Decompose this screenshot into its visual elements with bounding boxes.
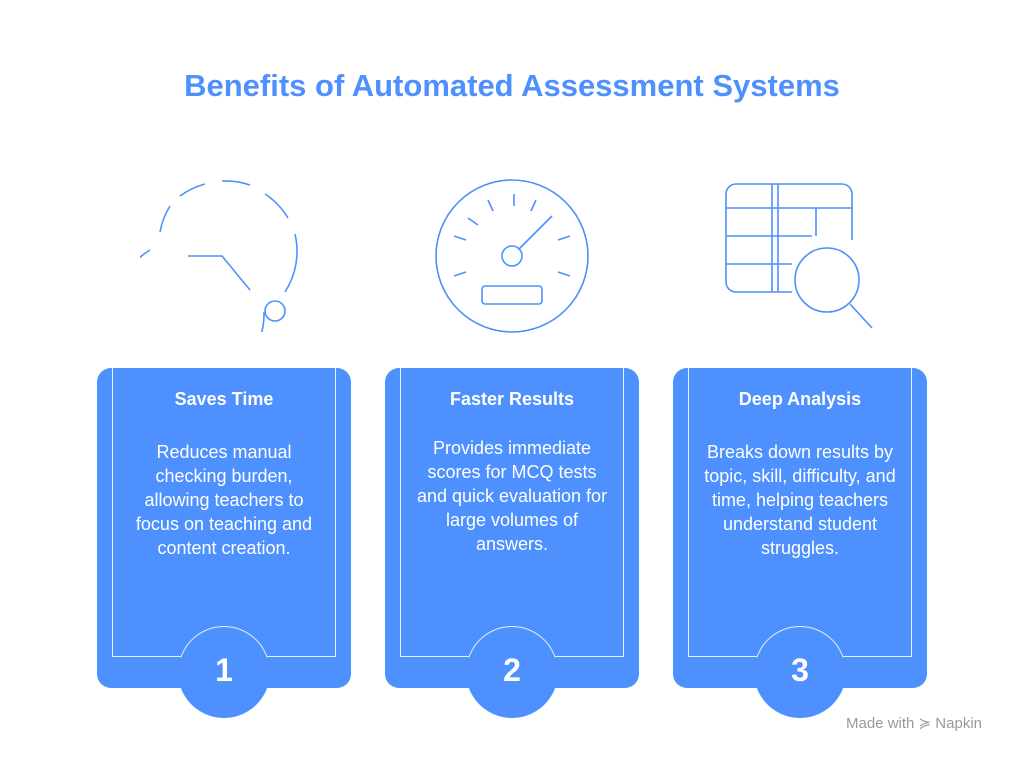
- clock-icon: [140, 180, 298, 332]
- benefit-card-saves-time: Saves Time Reduces manual checking burde…: [97, 368, 351, 718]
- card-description: Breaks down results by topic, skill, dif…: [704, 442, 896, 558]
- page-title: Benefits of Automated Assessment Systems: [184, 68, 840, 103]
- card-number: 1: [215, 652, 233, 688]
- card-description: Provides immediate scores for MCQ tests …: [416, 438, 608, 554]
- card-number: 3: [791, 652, 809, 688]
- table-magnifier-icon: [725, 183, 873, 329]
- card-title: Saves Time: [174, 389, 274, 409]
- speedometer-icon: [435, 179, 589, 333]
- card-title: Faster Results: [449, 389, 575, 409]
- card-title: Deep Analysis: [738, 389, 862, 409]
- card-description: Reduces manual checking burden, allowing…: [135, 442, 313, 558]
- made-with-label: Made with: [846, 715, 915, 732]
- card-number: 2: [503, 652, 521, 688]
- benefit-card-faster-results: Faster Results Provides immediate scores…: [385, 368, 639, 718]
- benefit-card-deep-analysis: Deep Analysis Breaks down results by top…: [673, 368, 927, 718]
- napkin-logo-icon: ≽: [918, 715, 932, 732]
- brand-label: Napkin: [935, 715, 982, 732]
- made-with-napkin: Made with ≽ Napkin: [846, 714, 982, 732]
